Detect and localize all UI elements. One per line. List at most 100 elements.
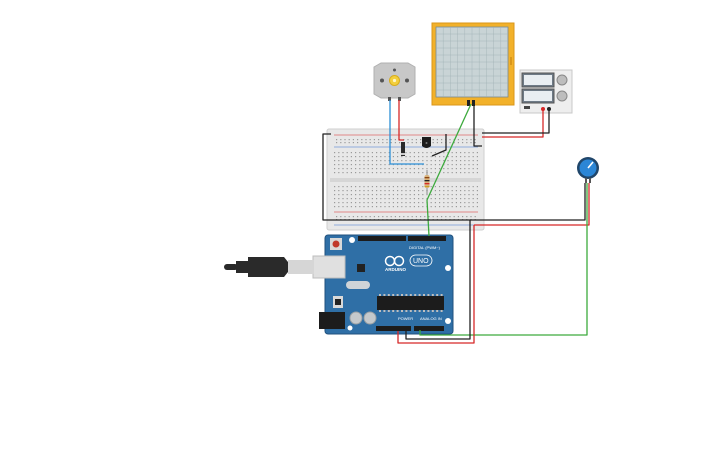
breadboard-hole bbox=[392, 156, 394, 158]
breadboard-hole bbox=[361, 142, 363, 144]
oscilloscope[interactable] bbox=[431, 22, 515, 106]
breadboard-hole bbox=[352, 142, 354, 144]
breadboard-hole bbox=[392, 206, 394, 208]
wire-green-pot bbox=[419, 183, 588, 336]
breadboard-hole bbox=[401, 206, 403, 208]
transistor[interactable] bbox=[422, 137, 431, 148]
breadboard-hole bbox=[472, 198, 474, 200]
potentiometer[interactable] bbox=[577, 157, 599, 183]
dc-motor[interactable] bbox=[373, 62, 416, 101]
breadboard-hole bbox=[476, 164, 478, 166]
breadboard-hole bbox=[346, 198, 348, 200]
breadboard-hole bbox=[365, 216, 367, 218]
breadboard-hole bbox=[449, 139, 451, 141]
breadboard-hole bbox=[472, 190, 474, 192]
breadboard-hole bbox=[344, 142, 346, 144]
breadboard-hole bbox=[359, 194, 361, 196]
breadboard-hole bbox=[384, 190, 386, 192]
chip-pin bbox=[431, 294, 434, 296]
breadboard-hole bbox=[432, 139, 434, 141]
breadboard-hole bbox=[474, 139, 476, 141]
breadboard-hole bbox=[401, 168, 403, 170]
breadboard-hole bbox=[424, 216, 426, 218]
breadboard-hole bbox=[371, 190, 373, 192]
breadboard-hole bbox=[384, 172, 386, 174]
breadboard-hole bbox=[365, 139, 367, 141]
breadboard-hole bbox=[466, 216, 468, 218]
breadboard-hole bbox=[445, 216, 447, 218]
breadboard-hole bbox=[346, 156, 348, 158]
breadboard-hole bbox=[367, 164, 369, 166]
arduino-uno[interactable]: DIGITAL (PWM~) ARDUINO UNO POWER ANALOG … bbox=[319, 234, 454, 335]
chip-pin bbox=[418, 294, 421, 296]
breadboard-hole bbox=[472, 168, 474, 170]
breadboard-hole bbox=[434, 172, 436, 174]
diode[interactable] bbox=[401, 142, 405, 156]
breadboard-hole bbox=[447, 156, 449, 158]
breadboard-hole bbox=[439, 198, 441, 200]
breadboard-hole bbox=[350, 164, 352, 166]
breadboard-hole bbox=[384, 152, 386, 154]
breadboard-hole bbox=[409, 194, 411, 196]
breadboard-hole bbox=[411, 142, 413, 144]
breadboard[interactable] bbox=[326, 128, 485, 231]
breadboard-hole bbox=[382, 216, 384, 218]
breadboard-hole bbox=[460, 202, 462, 204]
breadboard-hole bbox=[373, 139, 375, 141]
breadboard-hole bbox=[447, 186, 449, 188]
breadboard-hole bbox=[418, 186, 420, 188]
breadboard-hole bbox=[376, 206, 378, 208]
breadboard-hole bbox=[371, 168, 373, 170]
usb-cable[interactable] bbox=[224, 255, 346, 279]
breadboard-hole bbox=[476, 156, 478, 158]
breadboard-hole bbox=[460, 198, 462, 200]
chip-pin bbox=[414, 294, 417, 296]
breadboard-hole bbox=[350, 194, 352, 196]
breadboard-hole bbox=[338, 172, 340, 174]
breadboard-hole bbox=[409, 172, 411, 174]
breadboard-hole bbox=[434, 190, 436, 192]
breadboard-hole bbox=[342, 206, 344, 208]
breadboard-hole bbox=[422, 168, 424, 170]
breadboard-hole bbox=[340, 139, 342, 141]
breadboard-hole bbox=[434, 152, 436, 154]
breadboard-hole bbox=[334, 160, 336, 162]
breadboard-hole bbox=[409, 198, 411, 200]
power-supply[interactable] bbox=[519, 69, 573, 114]
chip-pin bbox=[392, 310, 395, 312]
resistor[interactable] bbox=[424, 170, 430, 194]
chip-pin bbox=[383, 310, 386, 312]
breadboard-hole bbox=[394, 139, 396, 141]
breadboard-hole bbox=[350, 156, 352, 158]
breadboard-hole bbox=[422, 194, 424, 196]
breadboard-hole bbox=[476, 152, 478, 154]
chip-pin bbox=[387, 310, 390, 312]
breadboard-hole bbox=[346, 190, 348, 192]
wires[interactable] bbox=[322, 100, 590, 344]
breadboard-hole bbox=[468, 206, 470, 208]
breadboard-hole bbox=[388, 152, 390, 154]
breadboard-hole bbox=[371, 194, 373, 196]
breadboard-hole bbox=[397, 190, 399, 192]
wire-red-5v bbox=[397, 225, 475, 344]
breadboard-hole bbox=[365, 142, 367, 144]
breadboard-hole bbox=[355, 206, 357, 208]
breadboard-hole bbox=[411, 216, 413, 218]
breadboard-hole bbox=[363, 156, 365, 158]
chip-pin bbox=[436, 294, 439, 296]
breadboard-hole bbox=[439, 186, 441, 188]
breadboard-hole bbox=[350, 172, 352, 174]
breadboard-hole bbox=[361, 216, 363, 218]
arduino-logo-text: ARDUINO bbox=[385, 267, 406, 272]
breadboard-hole bbox=[334, 194, 336, 196]
breadboard-hole bbox=[468, 172, 470, 174]
breadboard-hole bbox=[363, 172, 365, 174]
breadboard-hole bbox=[464, 206, 466, 208]
breadboard-hole bbox=[451, 202, 453, 204]
breadboard-hole bbox=[449, 216, 451, 218]
breadboard-hole bbox=[447, 172, 449, 174]
chip-pin bbox=[405, 294, 408, 296]
breadboard-hole bbox=[451, 198, 453, 200]
wire-black-supply bbox=[482, 110, 550, 134]
